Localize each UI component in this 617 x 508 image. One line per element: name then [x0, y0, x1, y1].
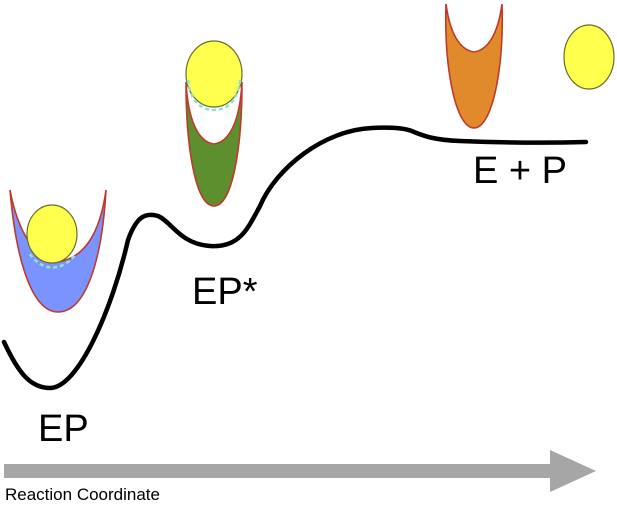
- label-e-plus-p: E + P: [473, 150, 567, 192]
- arrow-shaft: [4, 464, 556, 478]
- label-ep: EP: [38, 408, 89, 450]
- enzyme-strained-complex: [185, 40, 243, 207]
- reaction-coordinate-arrow: [4, 450, 596, 492]
- energy-curve: [1, 125, 589, 391]
- substrate-contact-ep-star: [186, 79, 242, 112]
- enzyme-free-shape: [444, 3, 504, 129]
- substrate-contact-ep: [28, 253, 77, 269]
- arrow-head: [550, 450, 596, 492]
- label-ep-star: EP*: [192, 271, 258, 313]
- enzyme-substrate-complex: [9, 189, 107, 313]
- enzyme-ep-star-shape: [185, 81, 243, 207]
- free-enzyme-and-product: [444, 3, 615, 129]
- axis-label-reaction-coordinate: Reaction Coordinate: [5, 485, 160, 504]
- substrate-ep: [26, 204, 78, 264]
- substrate-ep-star: [185, 40, 243, 108]
- product: [563, 24, 615, 90]
